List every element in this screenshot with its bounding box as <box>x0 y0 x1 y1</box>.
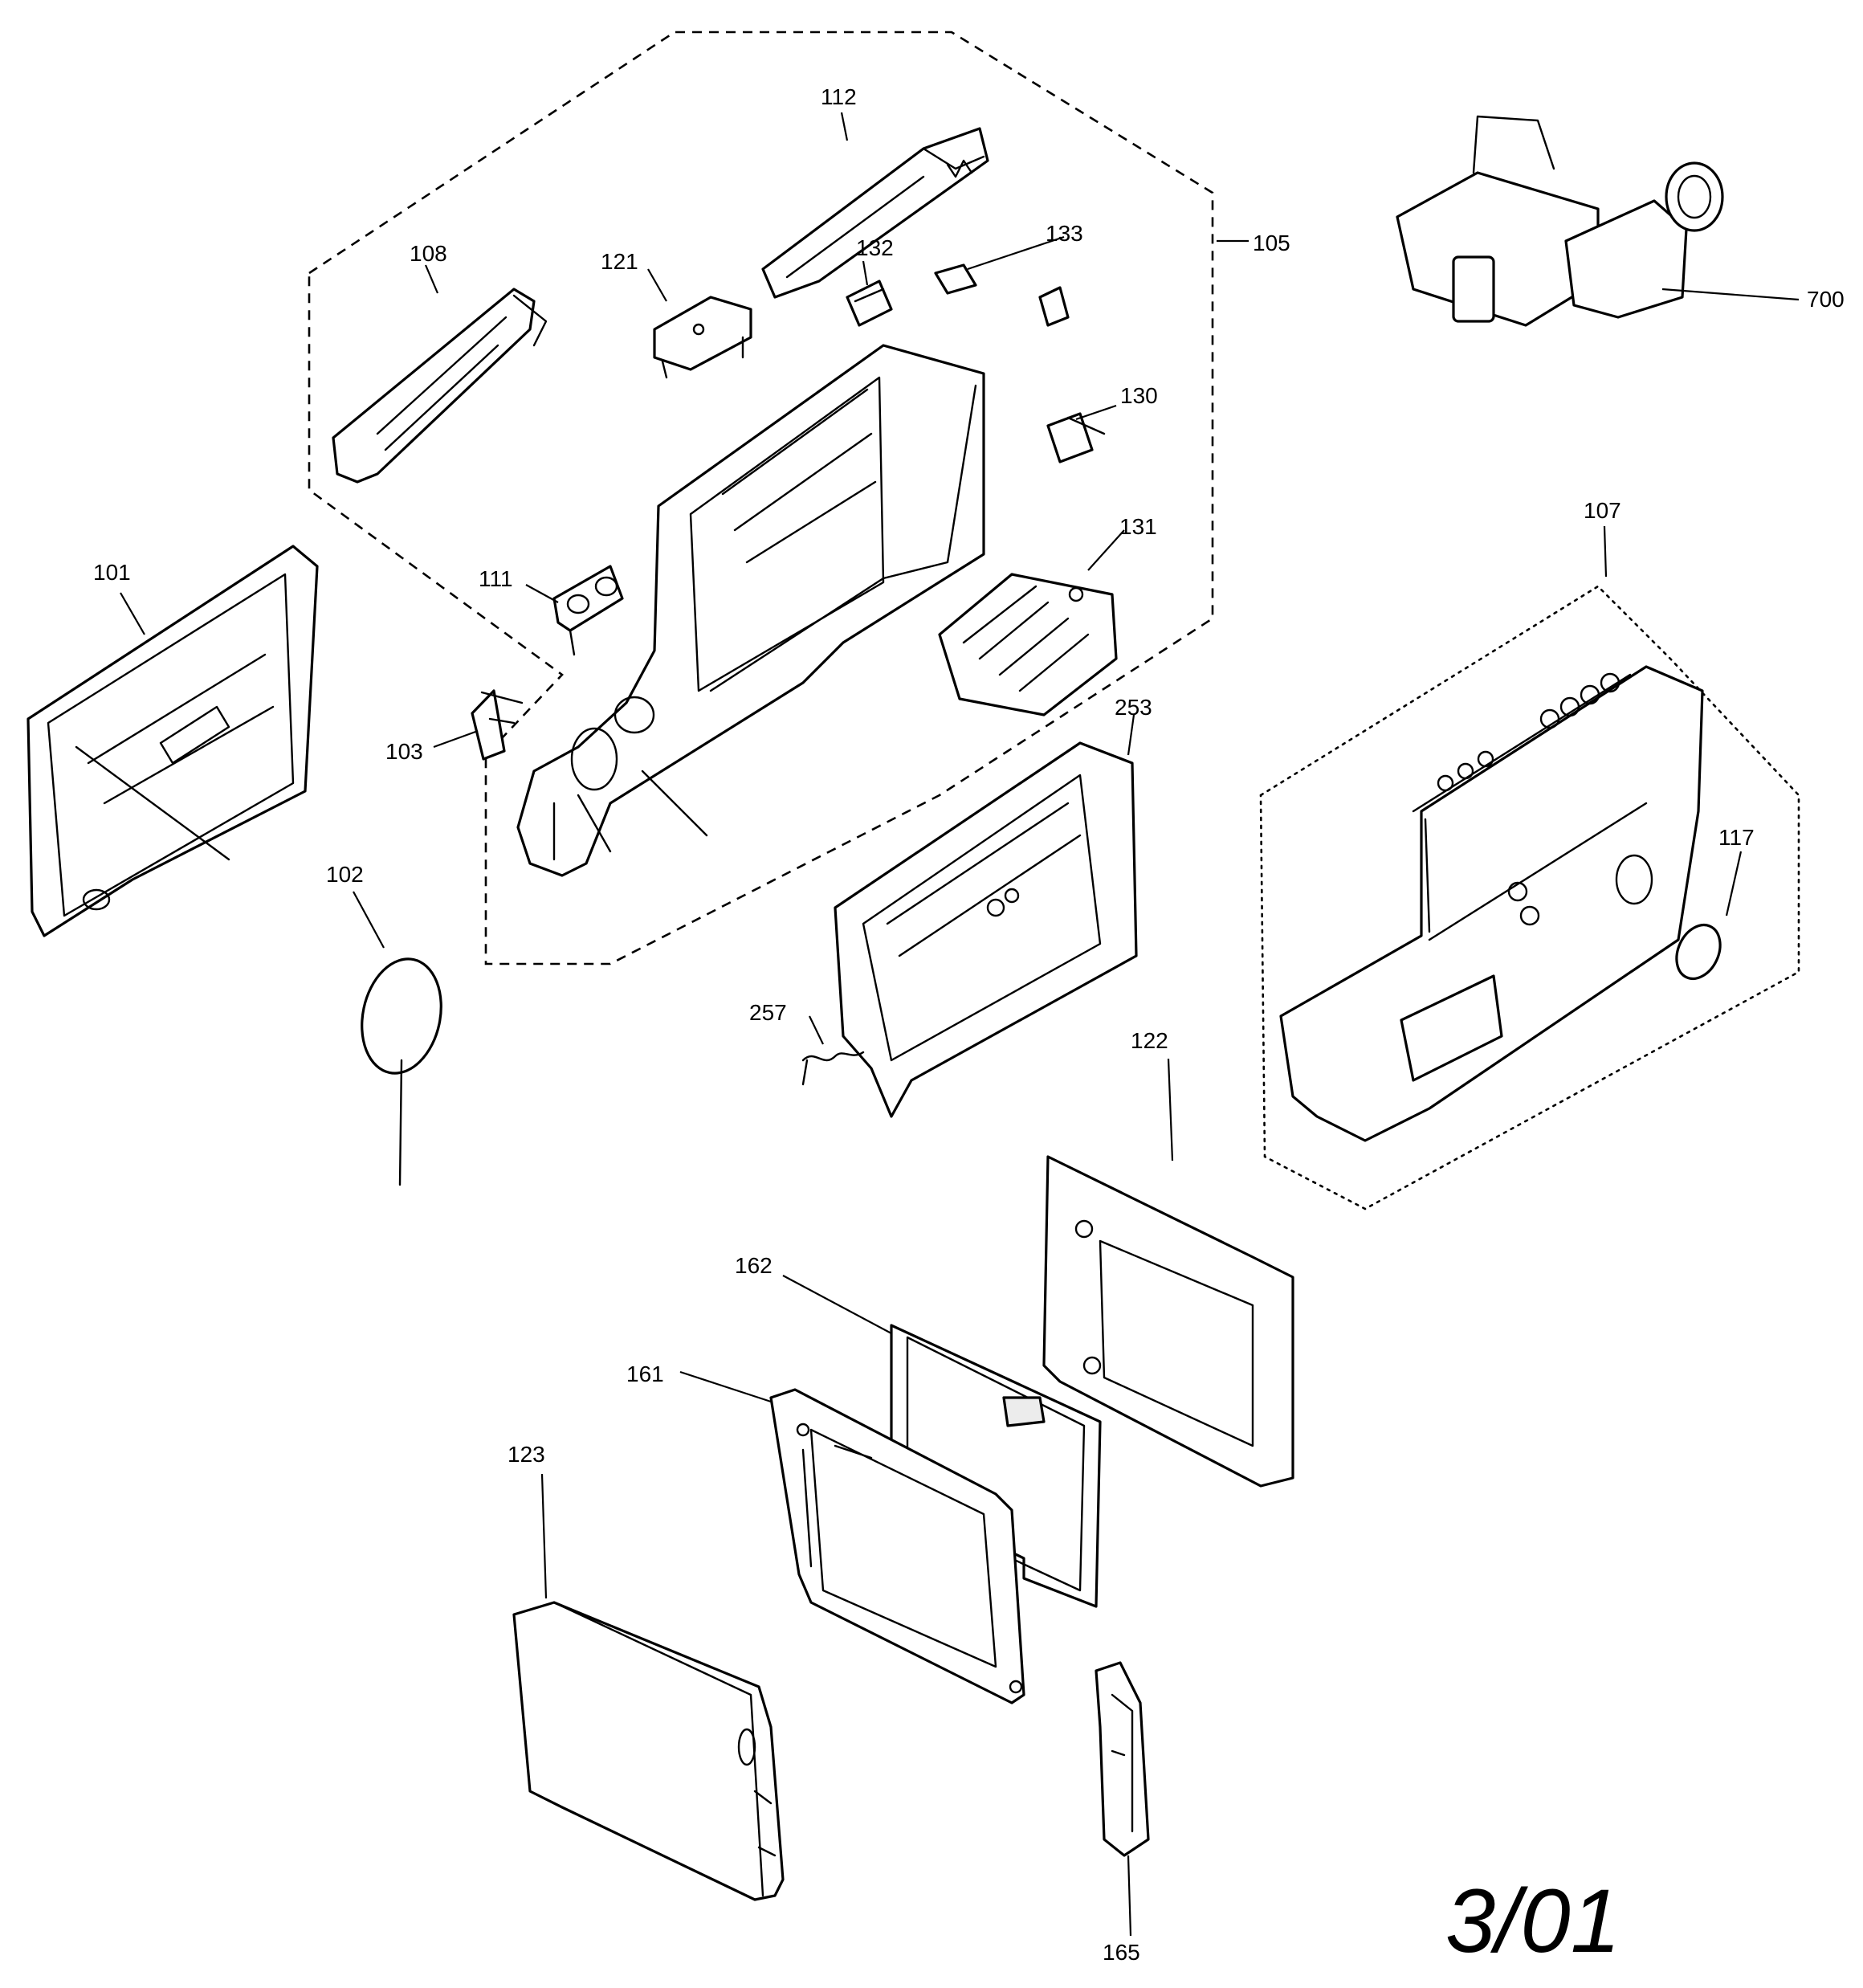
callout-102: 102 <box>326 862 364 887</box>
part-112-top-handle <box>761 127 989 299</box>
part-107-side-housing <box>1279 665 1722 1142</box>
callout-121: 121 <box>601 249 638 274</box>
callout-101: 101 <box>93 560 131 585</box>
part-161-lcd-board <box>769 1388 1025 1704</box>
callout-257: 257 <box>749 1000 787 1025</box>
housing-buttons <box>1437 672 1620 926</box>
leader-lines <box>120 112 1800 1937</box>
part-133-bracket <box>934 263 1070 327</box>
callout-103: 103 <box>385 739 423 764</box>
callout-700: 700 <box>1807 287 1845 312</box>
callout-117: 117 <box>1718 825 1755 850</box>
part-102-disc <box>361 957 442 1186</box>
part-257-spring <box>801 1051 865 1086</box>
part-105-main-frame <box>516 344 985 877</box>
callout-133: 133 <box>1046 221 1083 246</box>
part-123-cover <box>512 1601 785 1901</box>
callout-107: 107 <box>1584 498 1621 523</box>
callout-131: 131 <box>1119 514 1157 539</box>
part-121-cap <box>653 296 752 379</box>
callout-123: 123 <box>508 1442 545 1467</box>
part-165-latch <box>1095 1661 1150 1857</box>
callout-122: 122 <box>1131 1028 1168 1053</box>
callout-105: 105 <box>1253 231 1290 255</box>
callout-161: 161 <box>626 1361 664 1386</box>
part-130-bracket <box>1046 412 1106 463</box>
callout-165: 165 <box>1103 1940 1140 1965</box>
callout-111: 111 <box>479 566 513 591</box>
assembly-105-dashed-boundary <box>308 31 1214 965</box>
callout-253: 253 <box>1115 695 1152 720</box>
callout-112: 112 <box>821 84 857 109</box>
callout-132: 132 <box>856 235 894 260</box>
part-101-side-cover <box>26 545 319 937</box>
part-132-bracket <box>846 280 893 327</box>
part-131-mechanism <box>938 573 1118 716</box>
callout-130: 130 <box>1120 383 1158 408</box>
part-253-inner-frame <box>834 741 1138 1118</box>
part-122-lcd-bezel <box>1042 1155 1294 1488</box>
part-108-grip-strap <box>332 288 548 484</box>
part-103-clip <box>471 689 524 761</box>
callout-162: 162 <box>735 1253 773 1278</box>
date-stamp: 3/01 <box>1445 1871 1620 1971</box>
part-111-button-block <box>552 565 624 656</box>
part-700-viewfinder <box>1396 115 1724 327</box>
callout-108: 108 <box>410 241 447 266</box>
